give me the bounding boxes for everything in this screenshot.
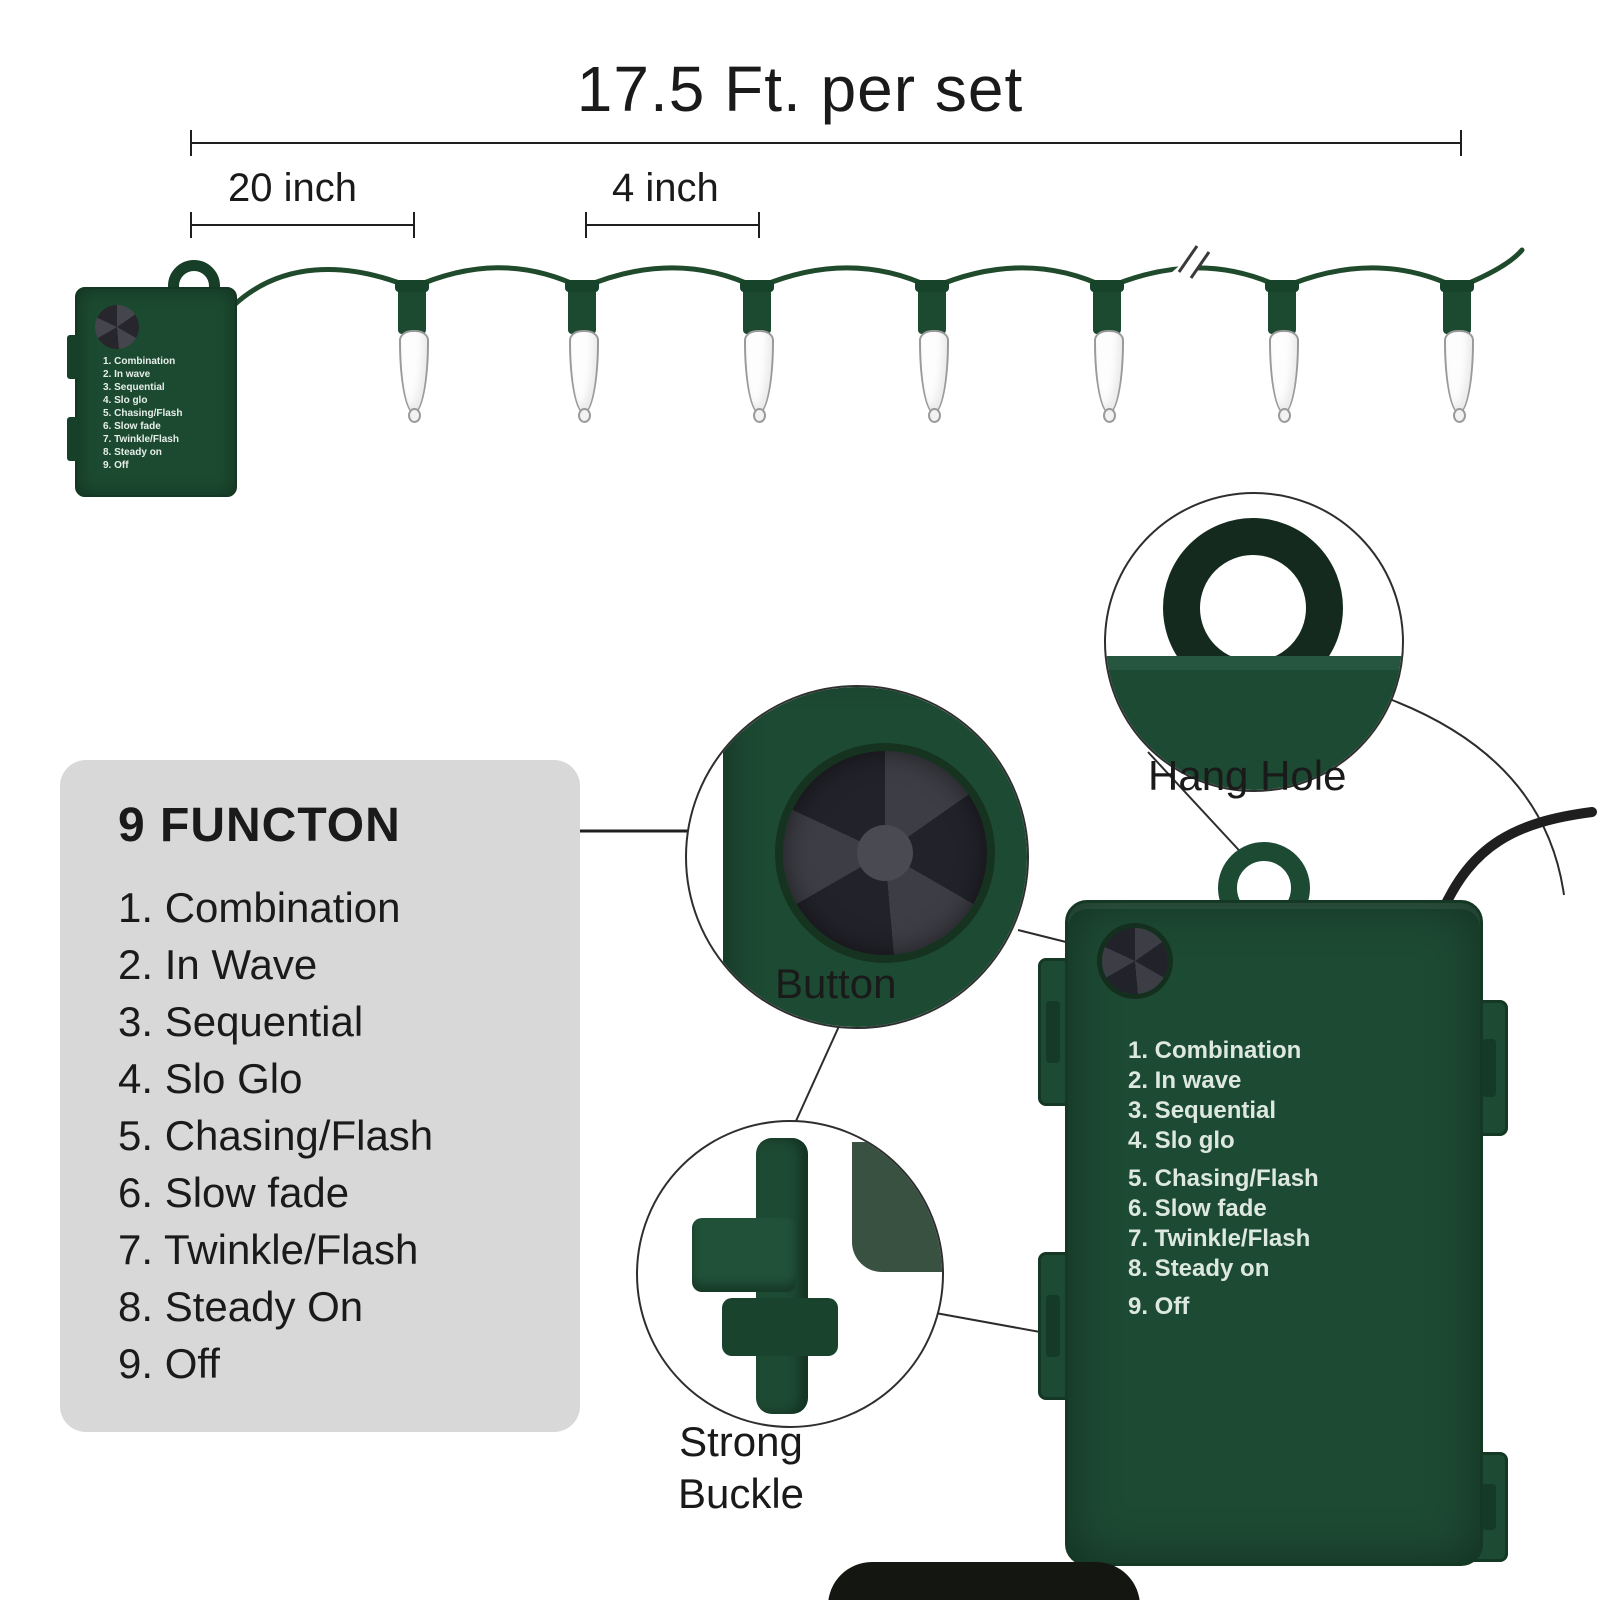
big-box-list-item: 6. Slow fade bbox=[1128, 1195, 1267, 1222]
page-title: 17.5 Ft. per set bbox=[576, 53, 1024, 125]
bulb-socket bbox=[915, 280, 949, 334]
cropped-dark-object bbox=[828, 1562, 1140, 1600]
wire-break-mark bbox=[1189, 251, 1211, 279]
bulb-spacing-label: 4 inch bbox=[612, 166, 719, 210]
small-box-list-item: 5. Chasing/Flash bbox=[103, 408, 183, 419]
big-box-list-item: 7. Twinkle/Flash bbox=[1128, 1225, 1311, 1252]
function-item: 7. Twinkle/Flash bbox=[118, 1226, 419, 1273]
small-box-function-list: 1. Combination 2. In wave 3. Sequential … bbox=[103, 355, 182, 472]
big-box-list-item: 4. Slo glo bbox=[1128, 1127, 1235, 1154]
function-item: 9. Off bbox=[118, 1340, 220, 1387]
big-box-mode-button bbox=[1102, 928, 1168, 994]
bulb-socket bbox=[1265, 280, 1299, 334]
functions-panel-heading: 9 FUNCTON bbox=[118, 799, 401, 852]
bulb-socket bbox=[1090, 280, 1124, 334]
mode-button-center bbox=[857, 825, 913, 881]
small-box-buckle bbox=[67, 417, 78, 461]
wire-break-gap bbox=[1171, 240, 1217, 284]
buckle-clamp bbox=[692, 1218, 796, 1292]
lead-length-label: 20 inch bbox=[228, 166, 357, 210]
function-item: 1. Combination bbox=[118, 884, 401, 931]
function-item: 8. Steady On bbox=[118, 1283, 364, 1330]
bulb-socket bbox=[1440, 280, 1474, 334]
function-item: 5. Chasing/Flash bbox=[118, 1112, 434, 1159]
big-box-list-item: 8. Steady on bbox=[1128, 1255, 1270, 1282]
function-item: 3. Sequential bbox=[118, 998, 364, 1045]
spacing-dimension-line bbox=[585, 224, 760, 226]
function-item: 2. In Wave bbox=[118, 941, 318, 988]
string-wire bbox=[230, 240, 1525, 309]
small-box-list-item: 6. Slow fade bbox=[103, 421, 161, 432]
buckle-label-line1: Strong bbox=[679, 1418, 803, 1465]
button-label: Button bbox=[775, 960, 897, 1007]
dimension-tick bbox=[1460, 130, 1462, 156]
big-box-list-item: 1. Combination bbox=[1128, 1037, 1302, 1064]
small-box-mode-button bbox=[95, 305, 139, 349]
lead-dimension-line bbox=[190, 224, 415, 226]
bulb-socket bbox=[395, 280, 429, 334]
small-box-buckle bbox=[67, 335, 78, 379]
functions-panel: 9 FUNCTON 1. Combination 2. In Wave 3. S… bbox=[60, 760, 580, 1432]
box-top-edge bbox=[1106, 656, 1402, 790]
big-battery-box bbox=[1065, 900, 1483, 1566]
small-box-list-item: 3. Sequential bbox=[103, 382, 165, 393]
bulb-socket bbox=[740, 280, 774, 334]
hang-hole-label: Hang Hole bbox=[1148, 752, 1347, 799]
small-battery-box: 1. Combination 2. In wave 3. Sequential … bbox=[67, 287, 237, 497]
bulb-tip bbox=[408, 408, 421, 423]
big-box-list-item: 3. Sequential bbox=[1128, 1097, 1277, 1124]
big-box-function-list: 1. Combination 2. In wave 3. Sequential … bbox=[1128, 1036, 1448, 1322]
box-edge-shadow bbox=[852, 1142, 942, 1272]
bulb-tip bbox=[928, 408, 941, 423]
small-box-list-item: 4. Slo glo bbox=[103, 395, 148, 406]
bulb-socket bbox=[565, 280, 599, 334]
small-box-list-item: 7. Twinkle/Flash bbox=[103, 434, 179, 445]
total-length-dimension-line bbox=[190, 142, 1462, 144]
dimension-tick bbox=[758, 212, 760, 238]
function-item: 4. Slo Glo bbox=[118, 1055, 303, 1102]
big-box-list-item: 9. Off bbox=[1128, 1293, 1190, 1320]
bulb-tip bbox=[753, 408, 766, 423]
dimension-tick bbox=[190, 130, 192, 156]
buckle-clamp bbox=[722, 1298, 838, 1356]
dimension-tick bbox=[585, 212, 587, 238]
small-box-list-item: 8. Steady on bbox=[103, 447, 162, 458]
bulb-tip bbox=[1103, 408, 1116, 423]
small-box-list-item: 1. Combination bbox=[103, 356, 176, 367]
big-box-list-item: 2. In wave bbox=[1128, 1067, 1242, 1094]
dimension-tick bbox=[413, 212, 415, 238]
button-callout-circle bbox=[685, 685, 1029, 1029]
bulb-tip bbox=[1278, 408, 1291, 423]
function-item: 6. Slow fade bbox=[118, 1169, 350, 1216]
small-box-list-item: 9. Off bbox=[103, 460, 129, 471]
bulb-tip bbox=[578, 408, 591, 423]
wire-break-mark bbox=[1177, 245, 1199, 273]
small-box-list-item: 2. In wave bbox=[103, 369, 151, 380]
dimension-tick bbox=[190, 212, 192, 238]
bulb-tip bbox=[1453, 408, 1466, 423]
buckle-callout-circle bbox=[636, 1120, 944, 1428]
buckle-label-line2: Buckle bbox=[677, 1470, 805, 1517]
hang-hole-callout-circle bbox=[1104, 492, 1404, 792]
big-box-list-item: 5. Chasing/Flash bbox=[1128, 1165, 1319, 1192]
